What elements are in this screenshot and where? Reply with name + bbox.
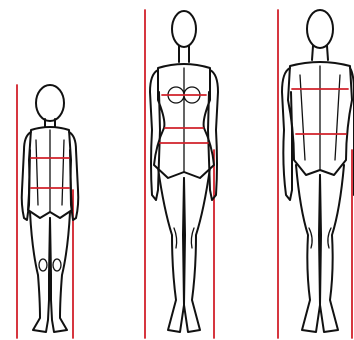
child-head [36,85,64,121]
woman-figure [145,10,218,338]
man-left-leg [296,165,320,332]
woman-head [172,11,196,47]
woman-left-leg [158,168,184,332]
woman-right-leg [184,168,210,332]
child-figure [17,85,78,338]
child-left-leg [30,212,50,332]
man-figure [278,10,354,338]
man-head [307,10,333,48]
child-right-leg [50,212,70,332]
man-right-leg [320,165,344,332]
